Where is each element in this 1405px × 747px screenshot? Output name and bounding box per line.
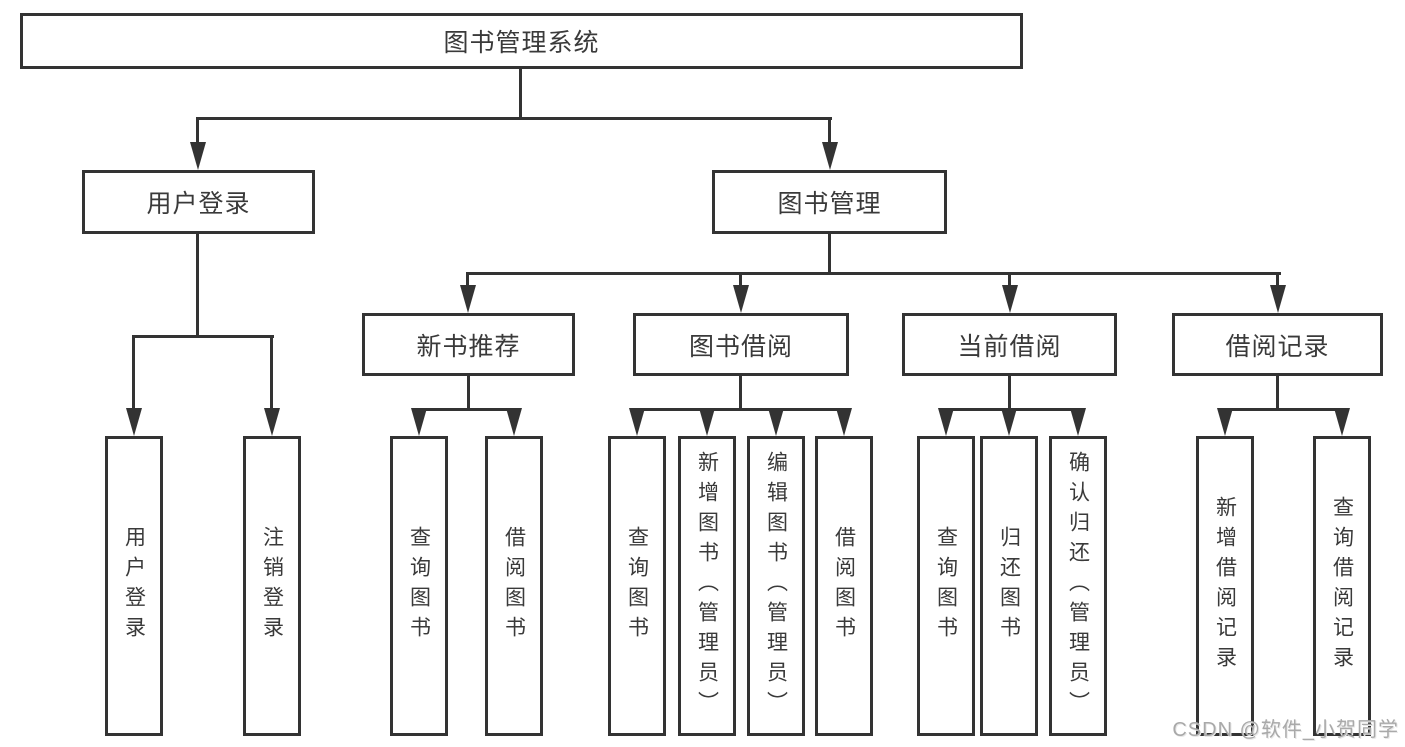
- connector-user-login-bar: [133, 335, 274, 338]
- arrow-down-icon: [264, 408, 280, 436]
- leaf-return-books: 归还图书: [980, 436, 1038, 736]
- connector-level2-bar: [197, 117, 832, 120]
- leaf-label: 归还图书: [997, 526, 1021, 646]
- node-borrowing-records: 借阅记录: [1172, 313, 1383, 376]
- arrow-down-icon: [733, 285, 749, 313]
- arrow-down-icon: [768, 408, 784, 436]
- leaf-logout: 注销登录: [243, 436, 301, 736]
- leaf-edit-book-admin: 编辑图书（管理员）: [747, 436, 805, 736]
- leaf-user-login: 用户登录: [105, 436, 163, 736]
- node-new-book-recommendation: 新书推荐: [362, 313, 575, 376]
- arrow-down-icon: [1270, 285, 1286, 313]
- arrow-down-icon: [836, 408, 852, 436]
- arrow-down-icon: [411, 408, 427, 436]
- connector: [1223, 408, 1344, 411]
- arrow-down-icon: [190, 142, 206, 170]
- leaf-borrow-books-borrowing: 借阅图书: [815, 436, 873, 736]
- connector-level3-bar: [467, 272, 1281, 275]
- node-library-management-system: 图书管理系统: [20, 13, 1023, 69]
- arrow-down-icon: [822, 142, 838, 170]
- leaf-label: 查询图书: [625, 526, 649, 646]
- leaf-add-borrow-record: 新增借阅记录: [1196, 436, 1254, 736]
- arrow-down-icon: [1217, 408, 1233, 436]
- leaf-label: 用户登录: [122, 526, 146, 646]
- leaf-label: 编辑图书（管理员）: [764, 451, 788, 721]
- node-user-login: 用户登录: [82, 170, 315, 234]
- leaf-borrow-books-recommend: 借阅图书: [485, 436, 543, 736]
- arrow-down-icon: [1002, 285, 1018, 313]
- leaf-label: 注销登录: [260, 526, 284, 646]
- arrow-down-icon: [1070, 408, 1086, 436]
- connector: [635, 408, 846, 411]
- connector: [467, 376, 470, 410]
- connector: [739, 376, 742, 410]
- connector-root-stem: [519, 69, 522, 119]
- connector-user-login-stem: [196, 234, 199, 337]
- node-label: 图书借阅: [688, 332, 793, 361]
- csdn-watermark: CSDN @软件_小贺同学: [1172, 719, 1399, 741]
- node-label: 新书推荐: [416, 332, 521, 361]
- arrow-down-icon: [506, 408, 522, 436]
- arrow-down-icon: [126, 408, 142, 436]
- node-current-borrowing: 当前借阅: [902, 313, 1117, 376]
- arrow-down-icon: [938, 408, 954, 436]
- connector: [1008, 376, 1011, 410]
- leaf-label: 新增图书（管理员）: [695, 451, 719, 721]
- leaf-query-books-current: 查询图书: [917, 436, 975, 736]
- arrow-down-icon: [629, 408, 645, 436]
- leaf-query-borrow-record: 查询借阅记录: [1313, 436, 1371, 736]
- arrow-down-icon: [460, 285, 476, 313]
- arrow-down-icon: [699, 408, 715, 436]
- node-label: 图书管理系统: [443, 29, 600, 57]
- connector: [196, 117, 199, 157]
- leaf-label: 查询图书: [934, 526, 958, 646]
- leaf-confirm-return-admin: 确认归还（管理员）: [1049, 436, 1107, 736]
- arrow-down-icon: [1001, 408, 1017, 436]
- connector: [270, 335, 273, 413]
- connector: [132, 335, 135, 413]
- leaf-label: 查询借阅记录: [1330, 496, 1354, 676]
- leaf-label: 新增借阅记录: [1213, 496, 1237, 676]
- leaf-label: 借阅图书: [502, 526, 526, 646]
- node-book-management: 图书管理: [712, 170, 947, 234]
- leaf-label: 借阅图书: [832, 526, 856, 646]
- leaf-query-books-recommend: 查询图书: [390, 436, 448, 736]
- node-book-borrowing: 图书借阅: [633, 313, 849, 376]
- node-label: 当前借阅: [957, 332, 1062, 361]
- leaf-label: 确认归还（管理员）: [1066, 451, 1090, 721]
- connector: [417, 408, 516, 411]
- node-label: 用户登录: [146, 190, 251, 218]
- connector: [828, 117, 831, 157]
- leaf-label: 查询图书: [407, 526, 431, 646]
- connector-book-mgmt-stem: [828, 234, 831, 274]
- leaf-add-book-admin: 新增图书（管理员）: [678, 436, 736, 736]
- node-label: 图书管理: [777, 190, 882, 218]
- node-label: 借阅记录: [1225, 332, 1330, 361]
- arrow-down-icon: [1334, 408, 1350, 436]
- leaf-query-books-borrowing: 查询图书: [608, 436, 666, 736]
- connector: [1276, 376, 1279, 410]
